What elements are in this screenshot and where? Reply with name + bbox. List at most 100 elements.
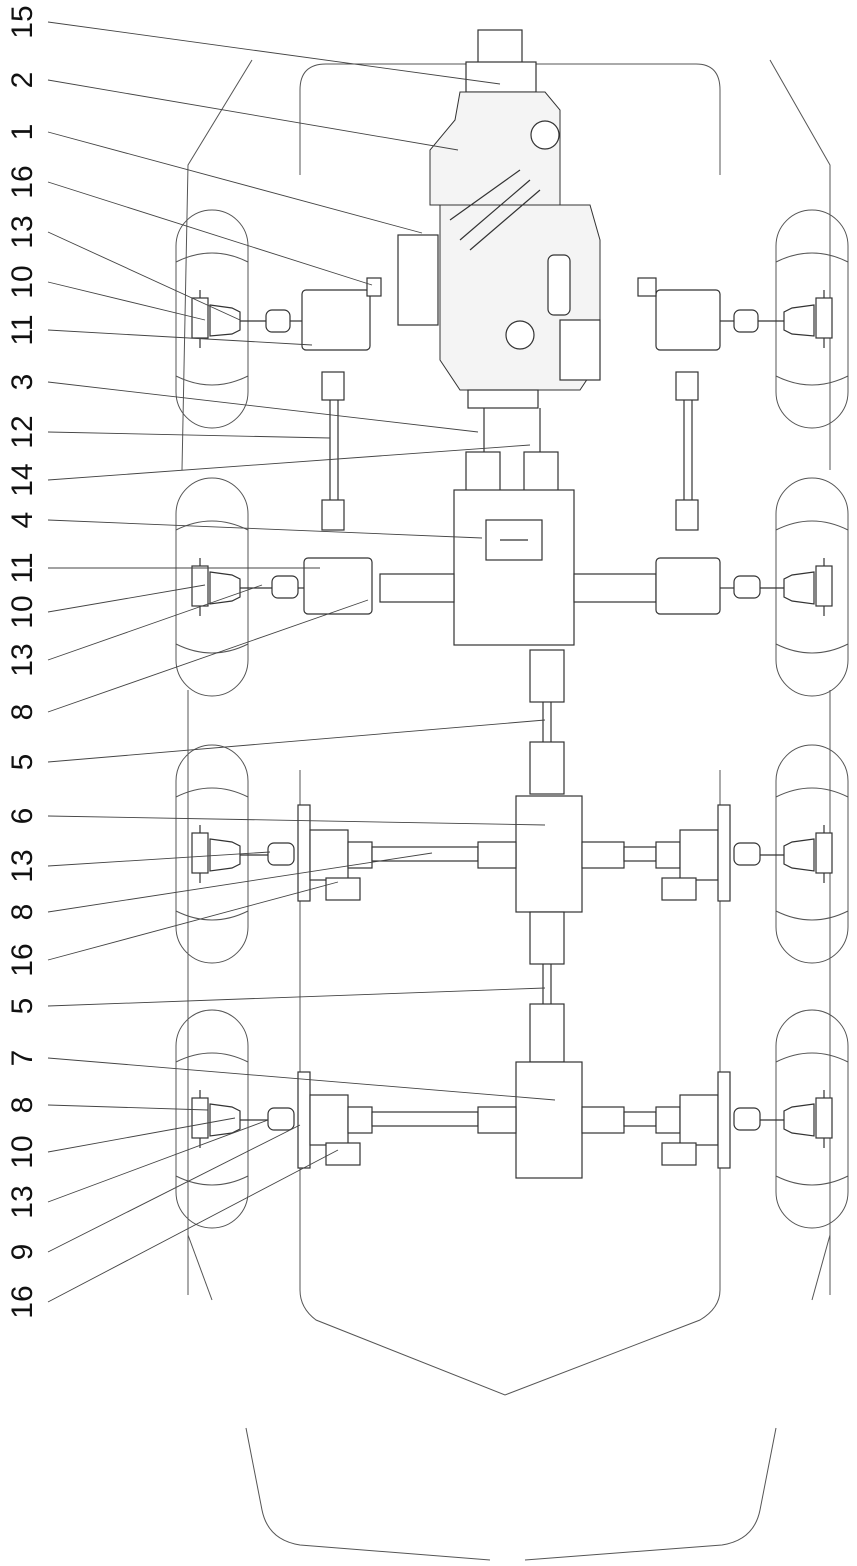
axle-drive-7 (516, 1062, 582, 1178)
hull-left-rear (246, 1428, 490, 1560)
callout-label: 9 (6, 1244, 39, 1261)
leader-line (48, 282, 205, 320)
callout-label: 8 (6, 1097, 39, 1114)
brake-plate-left-3 (298, 805, 310, 901)
u-joint-3 (466, 452, 500, 492)
shaft-right-3 (624, 847, 656, 861)
callout-label: 8 (6, 904, 39, 921)
engine-top-flange (466, 62, 536, 92)
leader-line (48, 600, 368, 712)
callout-6: 6 (6, 808, 545, 825)
leader-line (48, 80, 458, 150)
transfer-case (298, 452, 734, 645)
hub-right-4 (734, 1090, 832, 1148)
callout-label: 10 (6, 1135, 39, 1168)
leader-line (48, 1150, 338, 1302)
leader-line (48, 816, 545, 825)
hull-right-taper (812, 1235, 830, 1300)
brake-plate-left-4 (298, 1072, 310, 1168)
gearbox-knob (531, 121, 559, 149)
wheel-hubs (192, 290, 832, 1148)
callout-label: 10 (6, 265, 39, 298)
motor-16-left-3 (326, 878, 360, 900)
leader-line (48, 520, 482, 538)
callout-8: 8 (6, 1097, 208, 1114)
callout-15: 15 (6, 5, 500, 84)
callout-16: 16 (6, 1150, 338, 1319)
angle-drive-front-left (302, 290, 370, 350)
callout-1: 1 (6, 124, 422, 233)
callout-label: 4 (6, 512, 39, 529)
leader-line (48, 1105, 208, 1110)
output-shaft-right (574, 574, 656, 602)
brake-left-4 (310, 1095, 348, 1145)
leader-line (48, 232, 240, 320)
u-joint-12-top (322, 372, 344, 400)
engine-filter (548, 255, 570, 315)
callout-label: 16 (6, 1285, 39, 1318)
callout-label: 11 (6, 314, 39, 345)
u-joint-5b-top (530, 912, 564, 964)
engine-pulley (506, 321, 534, 349)
callout-3: 3 (6, 374, 478, 432)
leader-line (48, 585, 205, 612)
motor-16-right-4 (662, 1143, 696, 1165)
callout-14: 14 (6, 445, 530, 497)
callout-13: 13 (6, 585, 262, 677)
callout-7: 7 (6, 1050, 555, 1100)
u-joint-5b-bottom (530, 1004, 564, 1062)
u-joint-right-bottom (676, 500, 698, 530)
callout-label: 8 (6, 704, 39, 721)
transfer-case-4 (454, 490, 574, 645)
callout-label: 16 (6, 943, 39, 976)
callout-label: 5 (6, 998, 39, 1015)
leader-line (48, 720, 545, 762)
callout-label: 13 (6, 1185, 39, 1218)
brake-right-3 (680, 830, 718, 880)
hub-right-3 (734, 825, 832, 883)
leader-line (48, 182, 372, 285)
callout-12: 12 (6, 415, 330, 448)
callout-label: 14 (6, 463, 39, 496)
brake-plate-right-4 (718, 1072, 730, 1168)
u-joint-right-3b (656, 842, 680, 868)
motor-front-right (638, 278, 656, 296)
callout-label: 7 (6, 1050, 39, 1067)
angle-drive-front-right (656, 290, 720, 350)
callout-label: 16 (6, 165, 39, 198)
callout-label: 13 (6, 643, 39, 676)
callout-8: 8 (6, 600, 368, 720)
callout-10: 10 (6, 585, 205, 629)
hull-left-taper (188, 1235, 212, 1300)
u-joint-left-4a (348, 1107, 372, 1133)
brake-plate-right-3 (718, 805, 730, 901)
hub-left-4 (192, 1090, 294, 1148)
angle-drive-mid-left (304, 558, 372, 614)
leader-line (48, 432, 330, 438)
u-joint-right-3a (582, 842, 624, 868)
u-joint-left-3b (478, 842, 516, 868)
rear-half-shafts (298, 805, 730, 1168)
angle-drive-mid-right (656, 558, 720, 614)
u-joint-right-4b (656, 1107, 680, 1133)
u-joint-14 (524, 452, 558, 492)
leader-line (48, 1125, 300, 1252)
brake-left-3 (310, 830, 348, 880)
engine-starter (560, 320, 600, 380)
output-shaft-left (380, 574, 454, 602)
u-joint-right-top (676, 372, 698, 400)
callout-5: 5 (6, 720, 545, 770)
leader-line (48, 382, 478, 432)
u-joint-left-4b (478, 1107, 516, 1133)
callout-label: 11 (6, 552, 39, 583)
leader-line (48, 988, 545, 1006)
u-joint-right-4a (582, 1107, 624, 1133)
callout-label: 12 (6, 415, 39, 448)
shaft-left-4 (372, 1112, 478, 1126)
engine-assembly (398, 30, 600, 455)
callout-label: 3 (6, 374, 39, 391)
callout-label: 2 (6, 72, 39, 89)
hub-left-2 (192, 558, 298, 616)
callout-16: 16 (6, 882, 338, 977)
motor-16-right-3 (662, 878, 696, 900)
